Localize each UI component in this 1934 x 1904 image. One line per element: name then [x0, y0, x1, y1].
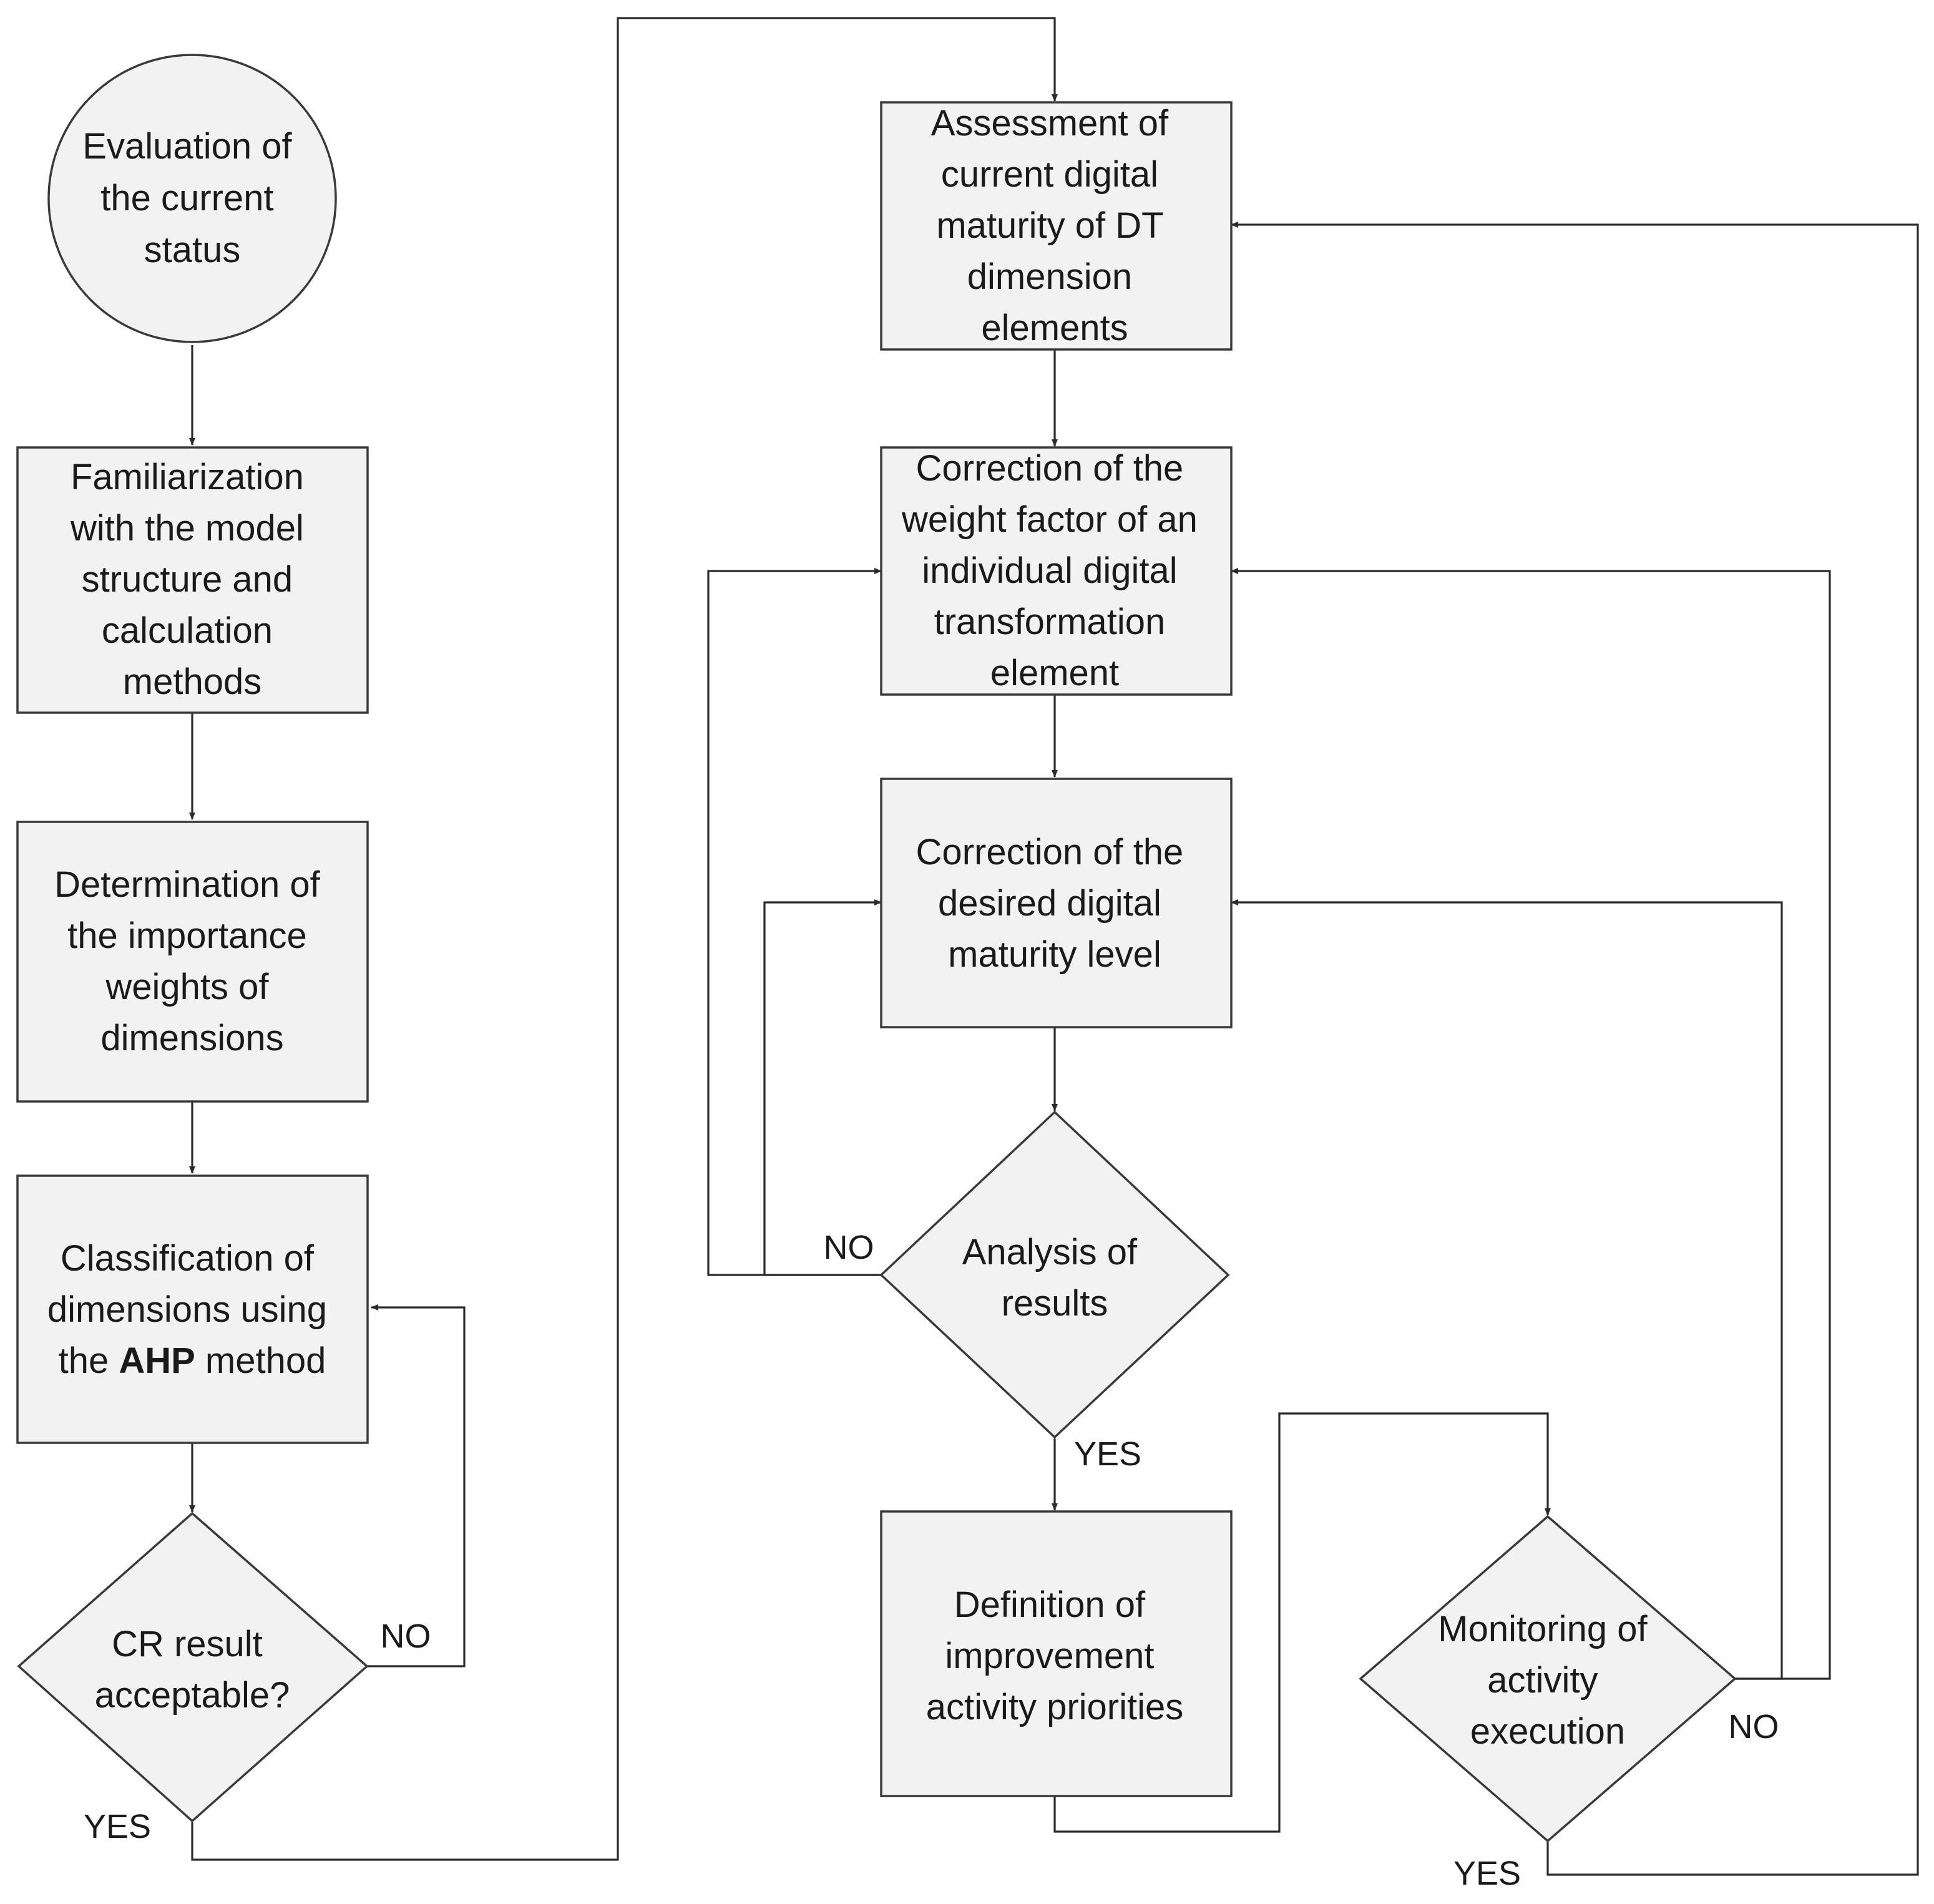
edge-cr-no-loop	[367, 1304, 466, 1667]
familiarization-box: Familiarization with the model structure…	[16, 446, 369, 714]
monitoring-diamond: Monitoring of activity execution	[1359, 1515, 1737, 1843]
classification-box-label: Classification of dimensions using the A…	[47, 1238, 337, 1381]
edge-monitoring-yes-to-assessment	[1231, 222, 1919, 1876]
priorities-box: Definition of improvement activity prior…	[880, 1510, 1233, 1797]
cr-decision-diamond: CR result acceptable?	[17, 1511, 369, 1823]
cr-yes-label: YES	[84, 1808, 151, 1845]
ahp-label: AHP	[119, 1340, 195, 1381]
analysis-diamond-label: Analysis of results	[962, 1232, 1148, 1324]
start-node-label: Evaluation of the current status	[82, 126, 301, 270]
monitoring-diamond-label: Monitoring of activity execution	[1438, 1609, 1657, 1752]
start-node: Evaluation of the current status	[47, 54, 337, 343]
classification-box: Classification of dimensions using the A…	[16, 1174, 369, 1444]
assessment-box-label: Assessment of current digital maturity o…	[931, 103, 1179, 348]
monitoring-yes-label: YES	[1453, 1855, 1521, 1892]
maturity-correction-box: Correction of the desired digital maturi…	[880, 778, 1233, 1028]
edge-cr-yes-to-assessment	[191, 17, 1058, 1861]
maturity-correction-box-label: Correction of the desired digital maturi…	[916, 832, 1194, 975]
edge-priorities-to-monitoring	[1053, 1412, 1551, 1833]
edge-labels: NO YES NO YES NO YES	[84, 1229, 1779, 1892]
connectors	[189, 17, 1919, 1876]
cr-decision-label: CR result acceptable?	[95, 1624, 290, 1716]
analysis-yes-label: YES	[1074, 1435, 1141, 1473]
weight-correction-box: Correction of the weight factor of an in…	[880, 446, 1233, 696]
edge-analysis-no-to-weight	[707, 568, 882, 1276]
weight-correction-box-label: Correction of the weight factor of an in…	[901, 448, 1208, 693]
assessment-box: Assessment of current digital maturity o…	[880, 101, 1233, 351]
analysis-diamond: Analysis of results	[879, 1110, 1230, 1439]
monitoring-no-label: NO	[1729, 1708, 1779, 1745]
edge-monitoring-no-to-weight	[1231, 568, 1831, 1680]
analysis-no-label: NO	[824, 1229, 874, 1266]
priorities-box-label: Definition of improvement activity prior…	[926, 1584, 1184, 1727]
edge-analysis-no-to-maturity	[763, 899, 882, 1276]
importance-box: Determination of the importance weights …	[16, 821, 369, 1103]
cr-no-label: NO	[381, 1618, 431, 1655]
importance-box-label: Determination of the importance weights …	[54, 864, 330, 1058]
familiarization-box-label: Familiarization with the model structure…	[70, 457, 314, 702]
